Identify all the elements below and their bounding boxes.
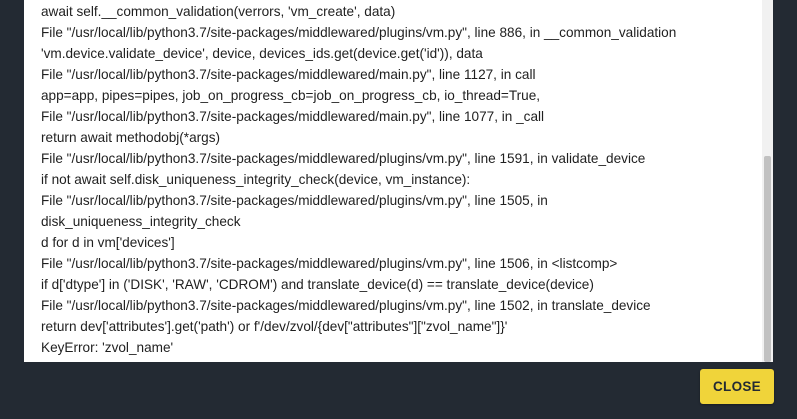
traceback-line: if not await self.disk_uniqueness_integr…: [41, 172, 471, 187]
scrollbar-track[interactable]: [762, 0, 773, 362]
traceback-line: File "/usr/local/lib/python3.7/site-pack…: [41, 67, 536, 82]
traceback-line: disk_uniqueness_integrity_check: [41, 214, 241, 229]
scrollbar-thumb[interactable]: [764, 156, 771, 362]
traceback-line: await self.__common_validation(verrors, …: [41, 4, 396, 19]
traceback-line: return dev['attributes'].get('path') or …: [41, 319, 508, 334]
traceback-line: app=app, pipes=pipes, job_on_progress_cb…: [41, 88, 541, 103]
traceback-line: File "/usr/local/lib/python3.7/site-pack…: [41, 193, 548, 208]
traceback-line: File "/usr/local/lib/python3.7/site-pack…: [41, 298, 651, 313]
traceback-line: File "/usr/local/lib/python3.7/site-pack…: [41, 109, 545, 124]
traceback-line: File "/usr/local/lib/python3.7/site-pack…: [41, 256, 618, 271]
traceback-line: return await methodobj(*args): [41, 130, 221, 145]
traceback-line: d for d in vm['devices']: [41, 235, 175, 250]
traceback-line: 'vm.device.validate_device', device, dev…: [41, 46, 483, 61]
traceback-error-line: KeyError: 'zvol_name': [41, 340, 174, 355]
close-button[interactable]: CLOSE: [700, 369, 774, 404]
traceback-line: File "/usr/local/lib/python3.7/site-pack…: [41, 151, 646, 166]
traceback-line: if d['dtype'] in ('DISK', 'RAW', 'CDROM'…: [41, 277, 594, 292]
traceback-panel[interactable]: await self.__common_validation(verrors, …: [24, 0, 773, 362]
traceback-line: File "/usr/local/lib/python3.7/site-pack…: [41, 25, 677, 40]
